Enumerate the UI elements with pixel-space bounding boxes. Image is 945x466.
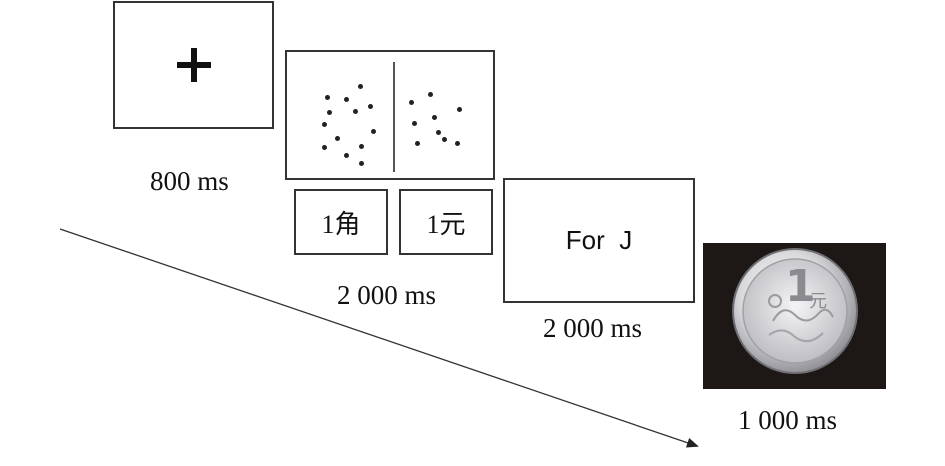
dot [359, 161, 364, 166]
dot [344, 153, 349, 158]
dot [436, 130, 441, 135]
feedback-screen: For J [503, 178, 695, 303]
fixation-duration: 800 ms [150, 166, 229, 196]
dot [359, 144, 364, 149]
dot [322, 122, 327, 127]
dot [409, 100, 414, 105]
dot [353, 109, 358, 114]
option-left-box: 1角 [294, 189, 388, 255]
coin-icon [732, 248, 858, 374]
stimulus-duration: 2 000 ms [337, 280, 437, 310]
dot [412, 121, 417, 126]
option-right-label: 1元 [426, 209, 466, 239]
dot [335, 136, 340, 141]
dot [325, 95, 330, 100]
dot [371, 129, 376, 134]
feedback-duration: 2 000 ms [543, 313, 643, 343]
dot [432, 115, 437, 120]
dot [322, 145, 327, 150]
dot [457, 107, 462, 112]
coin-numeral: 1 [785, 261, 816, 312]
dot [358, 84, 363, 89]
dot [415, 141, 420, 146]
coin-character: 元 [809, 291, 827, 312]
fixation-cross-icon [176, 48, 211, 82]
option-left-label: 1角 [321, 209, 361, 239]
dot [428, 92, 433, 97]
dot [368, 104, 373, 109]
dot [442, 137, 447, 142]
reward-duration: 1 000 ms [738, 405, 838, 435]
dot [455, 141, 460, 146]
dot [327, 110, 332, 115]
screen-divider [393, 62, 395, 172]
dot-display-screen [285, 50, 495, 180]
coin-reward-image: 1 元 [703, 243, 886, 389]
fixation-screen [113, 1, 274, 129]
feedback-text: For J [565, 225, 633, 255]
option-right-box: 1元 [399, 189, 493, 255]
dot [344, 97, 349, 102]
